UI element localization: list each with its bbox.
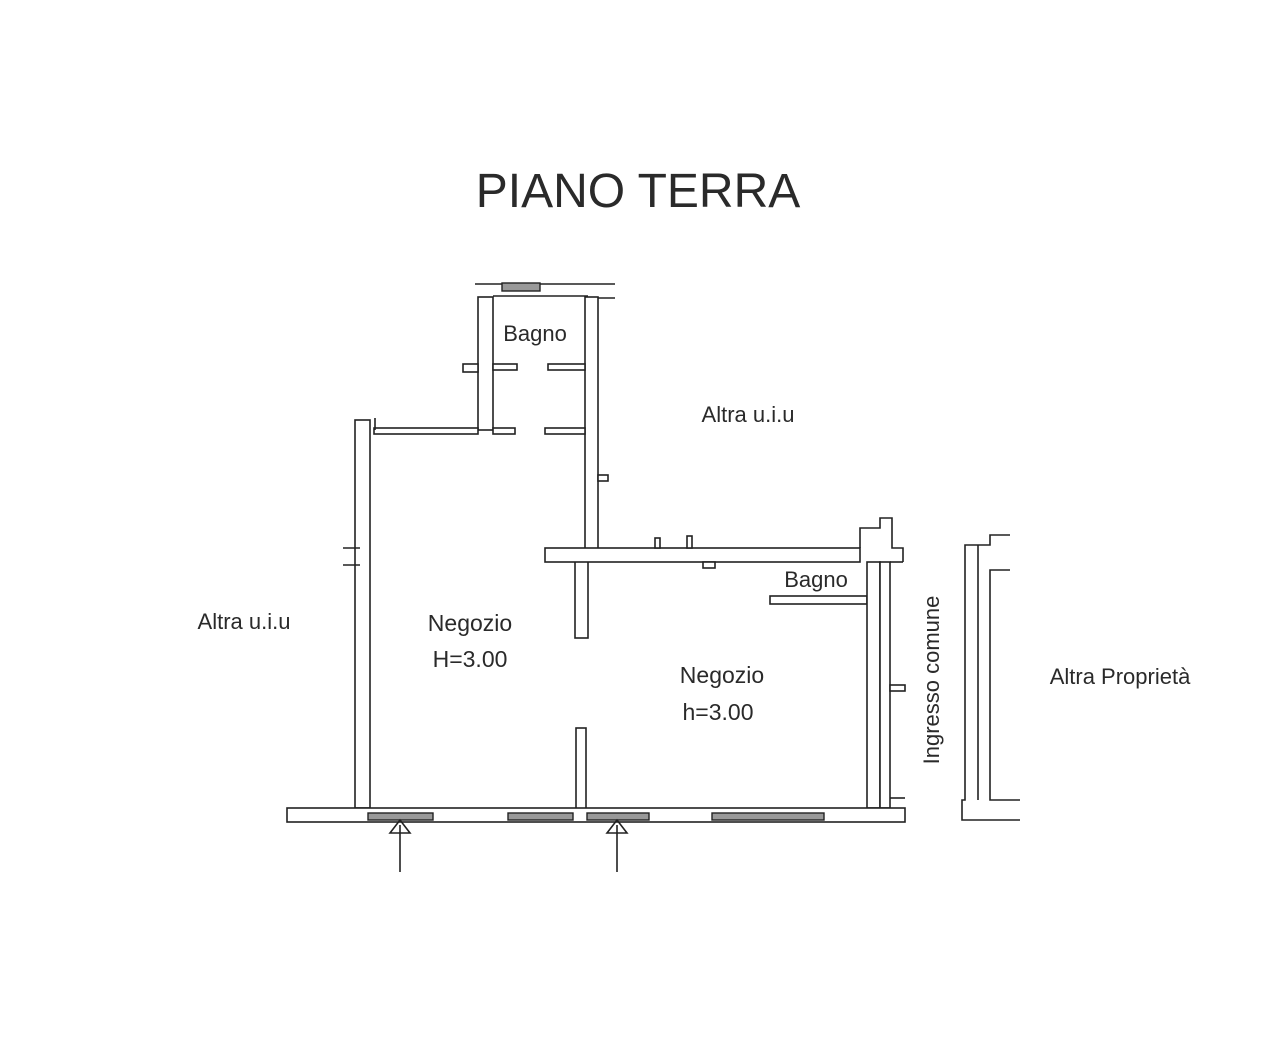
window-4	[711, 812, 825, 821]
window-1	[367, 812, 434, 821]
label-altra-proprieta: Altra Proprietà	[1050, 664, 1191, 689]
window-2	[507, 812, 574, 821]
room-label-bagno-top: Bagno	[503, 321, 567, 346]
window-top	[501, 282, 541, 292]
window-3	[586, 812, 650, 821]
label-altra-uiu-top: Altra u.i.u	[702, 402, 795, 427]
label-altra-uiu-left: Altra u.i.u	[198, 609, 291, 634]
label-ingresso-comune: Ingresso comune	[919, 596, 944, 765]
plan-title: PIANO TERRA	[476, 165, 801, 218]
room-label-negozio-left: Negozio	[428, 610, 512, 636]
room-label-bagno-right: Bagno	[784, 567, 848, 592]
entrance-arrows	[388, 818, 629, 872]
walls	[286, 282, 1020, 823]
room-height-negozio-left: H=3.00	[433, 646, 508, 672]
room-height-negozio-right: h=3.00	[683, 699, 754, 725]
room-label-negozio-right: Negozio	[680, 662, 764, 688]
